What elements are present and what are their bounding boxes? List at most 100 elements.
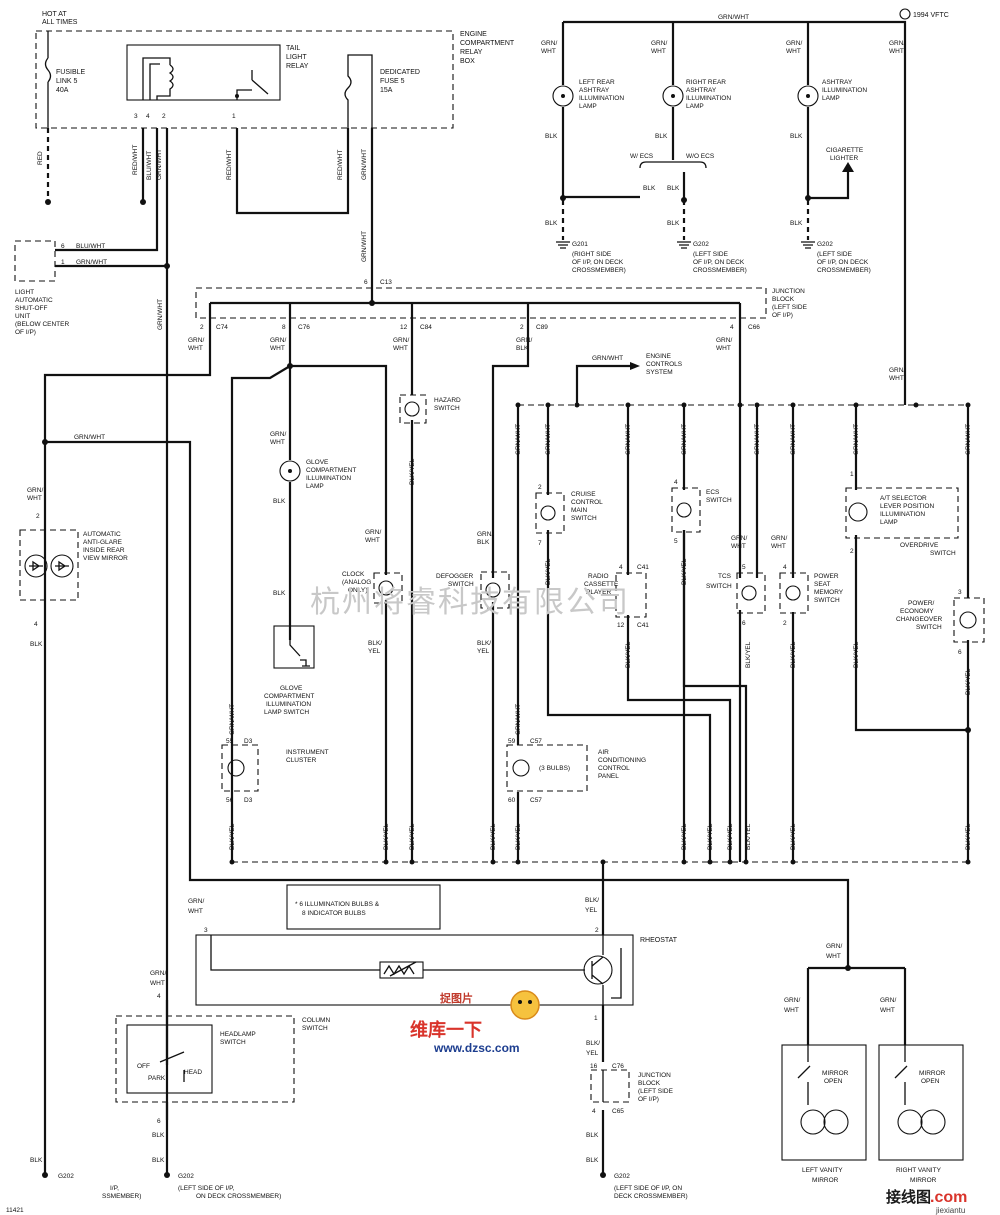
svg-text:(BELOW CENTER: (BELOW CENTER (15, 321, 69, 328)
svg-text:(LEFT SIDE OF I/P, ON: (LEFT SIDE OF I/P, ON (614, 1185, 682, 1192)
svg-text:C89: C89 (536, 324, 548, 331)
svg-text:WHT: WHT (889, 375, 904, 382)
svg-text:BLK/YEL: BLK/YEL (409, 823, 416, 850)
svg-text:TAIL: TAIL (286, 45, 300, 52)
svg-text:INSIDE REAR: INSIDE REAR (83, 547, 125, 554)
svg-text:GRN/WHT: GRN/WHT (157, 299, 164, 330)
svg-text:C13: C13 (380, 279, 392, 286)
glove-switch-box (273, 625, 315, 669)
svg-text:CROSSMEMBER): CROSSMEMBER) (817, 267, 871, 274)
svg-text:GRN/WHT: GRN/WHT (76, 259, 107, 266)
svg-text:维库一下: 维库一下 (410, 1019, 482, 1040)
svg-text:WHT: WHT (541, 48, 556, 55)
svg-text:GRN/WHT: GRN/WHT (965, 424, 972, 455)
svg-text:GRN/: GRN/ (365, 529, 381, 536)
svg-text:SWITCH: SWITCH (706, 583, 732, 590)
wire-clock (290, 364, 388, 862)
svg-text:BLK: BLK (643, 185, 656, 192)
svg-text:ILLUMINATION: ILLUMINATION (880, 511, 925, 518)
rheostat-label: RHEOSTAT (640, 937, 678, 944)
svg-text:GRN/: GRN/ (516, 337, 532, 344)
svg-text:YEL: YEL (477, 648, 490, 655)
wire-at-selector (854, 405, 968, 732)
svg-text:(LEFT SIDE: (LEFT SIDE (817, 251, 853, 258)
hazard-switch-box (399, 394, 427, 424)
svg-text:4: 4 (674, 479, 678, 486)
svg-text:C76: C76 (298, 324, 310, 331)
svg-text:C41: C41 (637, 564, 649, 571)
svg-text:G202: G202 (693, 241, 709, 248)
svg-text:C57: C57 (530, 797, 542, 804)
svg-text:ENGINE: ENGINE (460, 31, 487, 38)
svg-text:BLK/YEL: BLK/YEL (727, 823, 734, 850)
g202-bottom-left: G202 (LEFT SIDE OF I/P, ON DECK CROSSMEM… (178, 1173, 281, 1200)
svg-text:GRN/WHT: GRN/WHT (681, 424, 688, 455)
svg-text:ONLY): ONLY) (348, 587, 367, 594)
svg-text:BLK: BLK (152, 1132, 165, 1139)
svg-text:FUSE 5: FUSE 5 (380, 78, 405, 85)
svg-text:WHT: WHT (150, 980, 165, 987)
svg-text:BLK: BLK (273, 590, 286, 597)
svg-text:OF I/P, ON DECK: OF I/P, ON DECK (572, 259, 624, 266)
clock-label: CLOCK (ANALOG ONLY) (342, 571, 371, 594)
svg-text:I/P,: I/P, (110, 1185, 119, 1192)
svg-text:GRN/: GRN/ (188, 898, 204, 905)
g202-a-label: G202 (LEFT SIDE OF I/P, ON DECK CROSSMEM… (693, 241, 747, 274)
svg-text:SSMEMBER): SSMEMBER) (102, 1193, 141, 1200)
svg-text:3: 3 (134, 113, 138, 120)
svg-text:BLK/YEL: BLK/YEL (545, 558, 552, 585)
svg-text:YEL: YEL (586, 1050, 599, 1057)
glove-lamp-label: GLOVE COMPARTMENT ILLUMINATION LAMP (306, 459, 356, 490)
svg-text:BLK: BLK (30, 641, 43, 648)
svg-text:2: 2 (520, 324, 524, 331)
svg-text:接线图: 接线图 (886, 1188, 931, 1206)
tcs-label: TCS SWITCH (706, 573, 732, 590)
svg-text:COMPARTMENT: COMPARTMENT (306, 467, 356, 474)
svg-text:GRN/: GRN/ (651, 40, 667, 47)
svg-text:BLK: BLK (586, 1157, 599, 1164)
svg-text:ASHTRAY: ASHTRAY (579, 87, 610, 94)
power-seat-box (779, 572, 809, 614)
ashtray-lamp-label: ASHTRAY ILLUMINATION LAMP (822, 79, 867, 102)
jb-output-drops: 2 C74 8 C76 12 C84 2 C89 4 C66 (200, 303, 760, 331)
svg-text:CLOCK: CLOCK (342, 571, 365, 578)
wire-engine-controls (575, 364, 630, 405)
power-seat-label: POWER SEAT MEMORY SWITCH (814, 573, 844, 604)
svg-text:40A: 40A (56, 87, 69, 94)
radio-label: RADIO CASSETTE PLAYER (584, 573, 619, 596)
svg-text:6: 6 (157, 1118, 161, 1125)
off-label: OFF (137, 1063, 150, 1070)
svg-text:GRN/: GRN/ (477, 531, 493, 538)
cruise-box (535, 492, 565, 534)
svg-text:MIRROR: MIRROR (812, 1177, 839, 1184)
defogger-label: DEFOGGER SWITCH (436, 573, 474, 588)
svg-text:BLK: BLK (586, 1132, 599, 1139)
svg-text:RED/WHT: RED/WHT (132, 145, 139, 175)
svg-text:BLK/YEL: BLK/YEL (490, 823, 497, 850)
left-vanity-box (781, 1044, 867, 1161)
clock-box (373, 572, 403, 604)
svg-text:SWITCH: SWITCH (302, 1025, 328, 1032)
junction-block-outline (195, 287, 767, 319)
ac-panel-box (506, 744, 588, 792)
svg-text:BLK/: BLK/ (586, 1040, 600, 1047)
svg-text:WHT: WHT (771, 543, 786, 550)
relay-box-label: ENGINE COMPARTMENT RELAY BOX (460, 31, 515, 65)
mirror-box (19, 529, 79, 601)
svg-text:YEL: YEL (368, 648, 381, 655)
left-rear-lamp-icon (552, 85, 574, 107)
engine-controls-label: ENGINE CONTROLS SYSTEM (646, 353, 683, 376)
svg-text:BLK/: BLK/ (477, 640, 491, 647)
wire-c76-branch (230, 365, 291, 800)
svg-text:CHANGEOVER: CHANGEOVER (896, 616, 943, 623)
svg-text:(LEFT SIDE: (LEFT SIDE (638, 1088, 674, 1095)
svg-text:G202: G202 (58, 1173, 74, 1180)
svg-text:BLK/YEL: BLK/YEL (707, 823, 714, 850)
figure-number: 11421 (6, 1207, 24, 1214)
svg-text:SWITCH: SWITCH (448, 581, 474, 588)
svg-text:JUNCTION: JUNCTION (638, 1072, 671, 1079)
svg-text:GRN/: GRN/ (784, 997, 800, 1004)
clock-bulb-icon (378, 580, 394, 596)
svg-text:AUTOMATIC: AUTOMATIC (83, 531, 121, 538)
svg-text:* 6 ILLUMINATION BULBS &: * 6 ILLUMINATION BULBS & (295, 901, 380, 908)
